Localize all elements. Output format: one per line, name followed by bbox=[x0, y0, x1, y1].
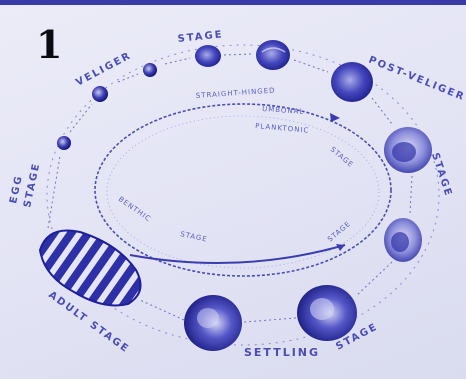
connector-11 bbox=[70, 104, 92, 132]
egg-icon bbox=[57, 136, 71, 150]
connector-4 bbox=[294, 60, 328, 72]
inner-label-stage-right: STAGE bbox=[329, 145, 355, 169]
label-veliger: VELIGER bbox=[74, 50, 133, 89]
inner-label-lower-right-stage: STAGE bbox=[326, 220, 352, 244]
umbonal-larva-icon bbox=[256, 40, 290, 70]
label-post-veliger: POST-VELIGER bbox=[367, 55, 466, 104]
connector-9 bbox=[140, 300, 184, 320]
post-veliger-larva-1-icon bbox=[331, 62, 373, 102]
connector-3 bbox=[224, 54, 252, 55]
connector-2 bbox=[165, 58, 190, 64]
inner-label-umbonal: UMBONAL bbox=[262, 105, 305, 116]
straight-hinged-larva-icon bbox=[195, 45, 221, 67]
connector-5 bbox=[372, 98, 392, 124]
label-settling: SETTLING bbox=[244, 346, 320, 359]
benthic-arrow bbox=[130, 245, 345, 263]
veliger-larva-2-icon bbox=[143, 63, 157, 77]
inner-label-straight-hinged: STRAIGHT-HINGED bbox=[196, 86, 276, 100]
connector-8 bbox=[244, 318, 296, 322]
veliger-larva-1-icon bbox=[92, 86, 108, 102]
inner-loop bbox=[95, 104, 391, 276]
connector-10 bbox=[48, 156, 60, 228]
label-egg: EGG bbox=[8, 174, 25, 205]
label-egg-stage: STAGE bbox=[22, 161, 42, 208]
label-stage-right: STAGE bbox=[429, 152, 454, 199]
label-stage-top: STAGE bbox=[177, 29, 224, 45]
panel-number: 1 bbox=[36, 26, 62, 64]
inner-label-benthic: BENTHIC bbox=[117, 195, 153, 223]
connector-7 bbox=[356, 262, 392, 296]
inner-label-benthic-stage: STAGE bbox=[180, 230, 209, 244]
connector-1 bbox=[118, 74, 138, 82]
planktonic-arrowhead bbox=[330, 113, 340, 122]
connector-6 bbox=[410, 176, 412, 214]
inner-label-planktonic: PLANKTONIC bbox=[255, 122, 310, 135]
